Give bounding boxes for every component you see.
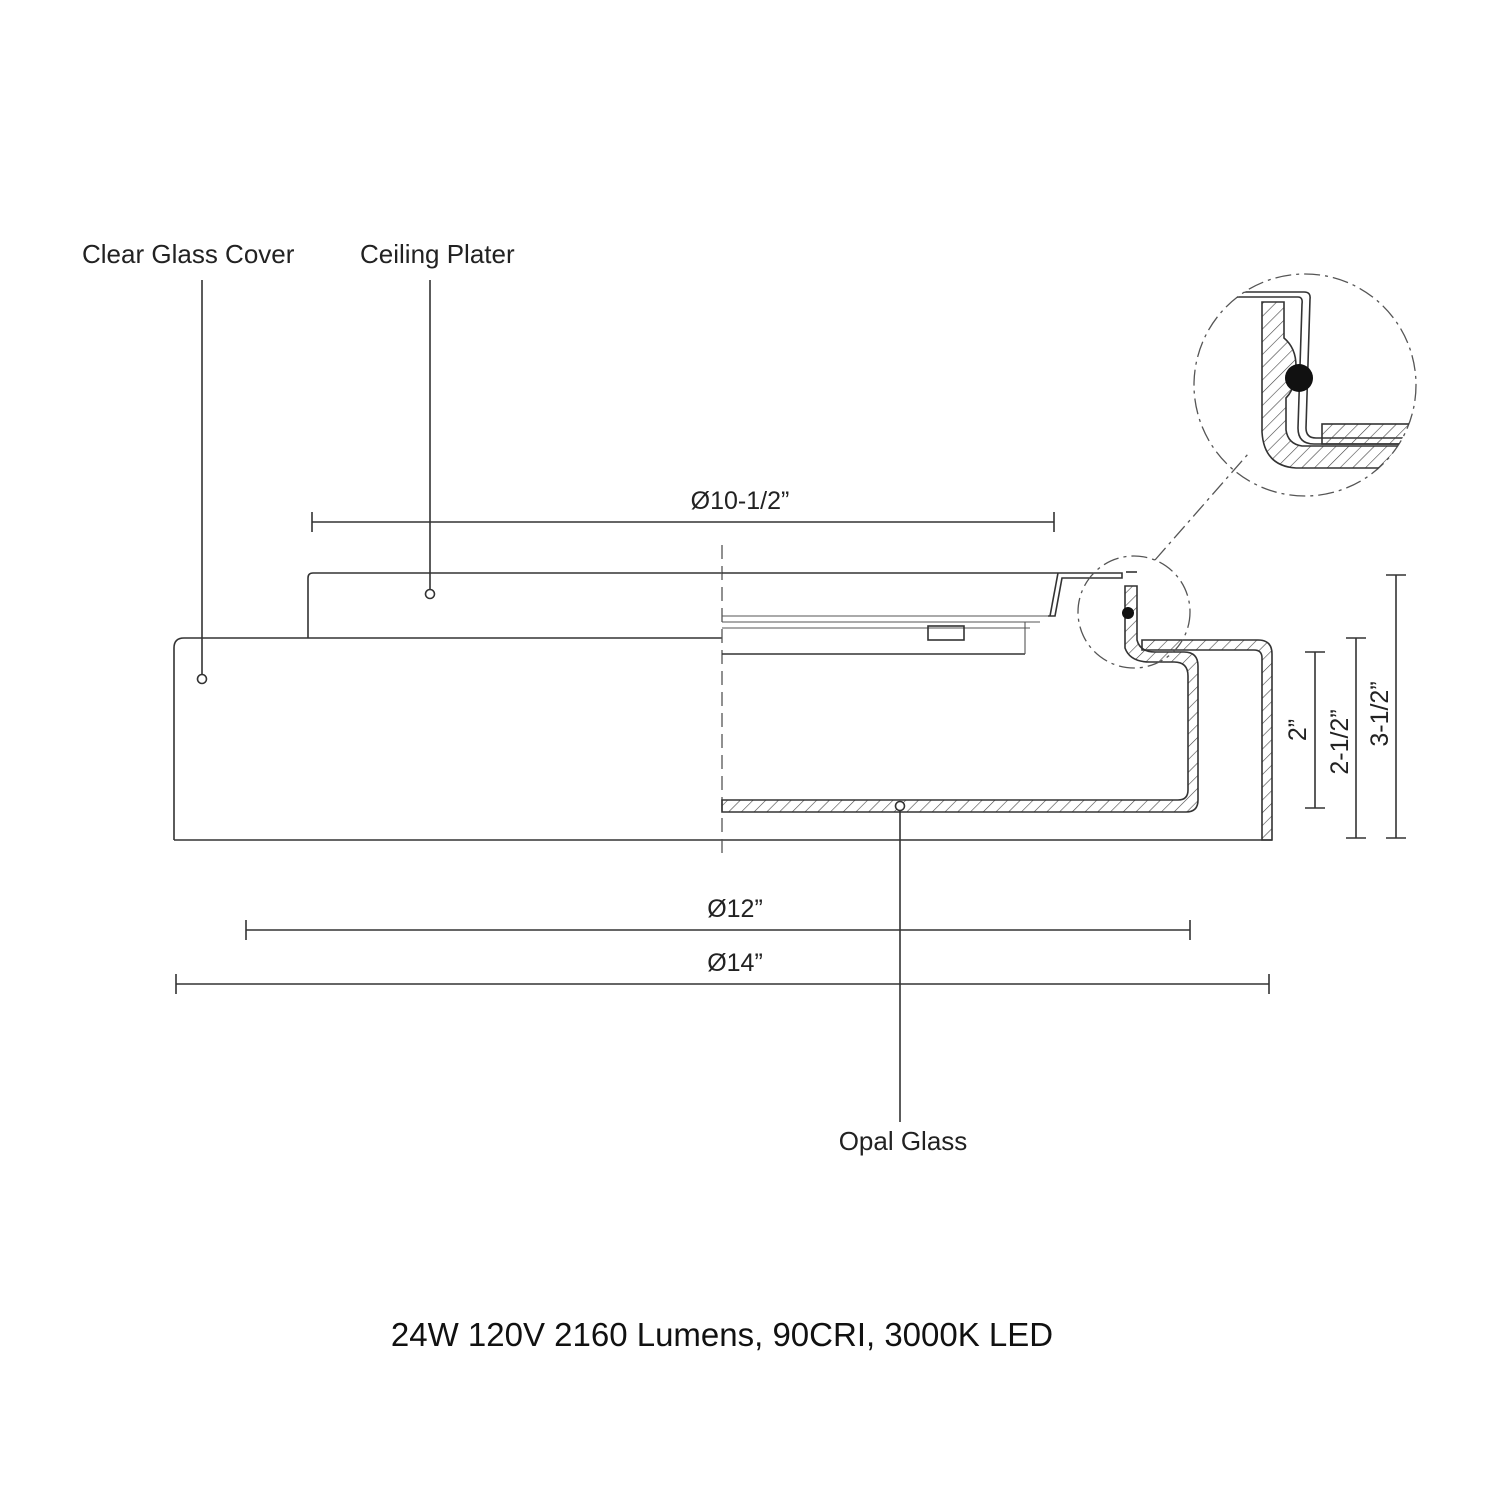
opal-glass-marker bbox=[894, 800, 906, 812]
clear-glass-section bbox=[1141, 639, 1273, 841]
detail-circle bbox=[1077, 555, 1191, 669]
glass-cover-outline bbox=[173, 637, 722, 840]
opal-glass-section bbox=[721, 585, 1199, 813]
height-glass-label: 2” bbox=[1284, 719, 1312, 741]
ceiling-plater-marker bbox=[424, 588, 436, 600]
opal-glass-label: Opal Glass bbox=[839, 1126, 968, 1156]
dimension-diameter-outer: Ø14” bbox=[175, 949, 1270, 994]
dimension-height-overall: 3-1/2” bbox=[1366, 574, 1406, 839]
height-body-label: 2-1/2” bbox=[1326, 709, 1354, 774]
diameter-plate-label: Ø10-1/2” bbox=[691, 487, 790, 515]
fixture-section bbox=[721, 571, 1273, 841]
ceiling-plater-label: Ceiling Plater bbox=[360, 239, 515, 269]
ceiling-plate-outline bbox=[307, 572, 722, 638]
detail-leader bbox=[1154, 453, 1249, 561]
clear-glass-cover-label: Clear Glass Cover bbox=[82, 239, 295, 269]
dimension-height-glass: 2” bbox=[1284, 651, 1325, 809]
gasket-seal bbox=[1122, 607, 1134, 619]
diameter-inner-label: Ø12” bbox=[707, 895, 763, 923]
clear-glass-cover-marker bbox=[196, 673, 208, 685]
dimension-diameter-plate: Ø10-1/2” bbox=[311, 487, 1055, 532]
fixture-elevation bbox=[173, 572, 1272, 841]
led-module bbox=[927, 625, 965, 641]
height-overall-label: 3-1/2” bbox=[1366, 681, 1394, 746]
spec-line: 24W 120V 2160 Lumens, 90CRI, 3000K LED bbox=[391, 1316, 1053, 1353]
dimension-diameter-inner: Ø12” bbox=[245, 895, 1191, 940]
zoom-detail bbox=[1193, 273, 1417, 497]
diameter-outer-label: Ø14” bbox=[707, 949, 763, 977]
dimension-height-body: 2-1/2” bbox=[1326, 637, 1366, 839]
